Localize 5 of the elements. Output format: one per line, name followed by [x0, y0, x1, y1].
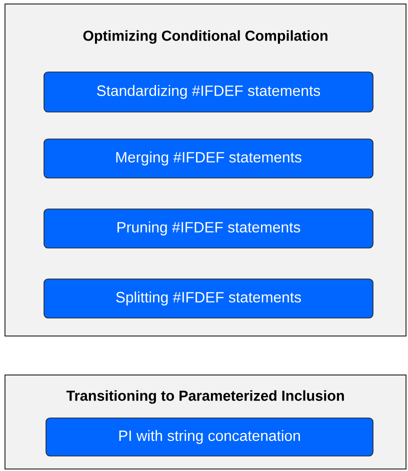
process-box: Standardizing #IFDEF statements: [44, 72, 374, 112]
process-box: Pruning #IFDEF statements: [44, 208, 374, 248]
process-box: PI with string concatenation: [46, 418, 374, 456]
process-box: Splitting #IFDEF statements: [44, 278, 374, 318]
process-box: Merging #IFDEF statements: [44, 138, 374, 178]
